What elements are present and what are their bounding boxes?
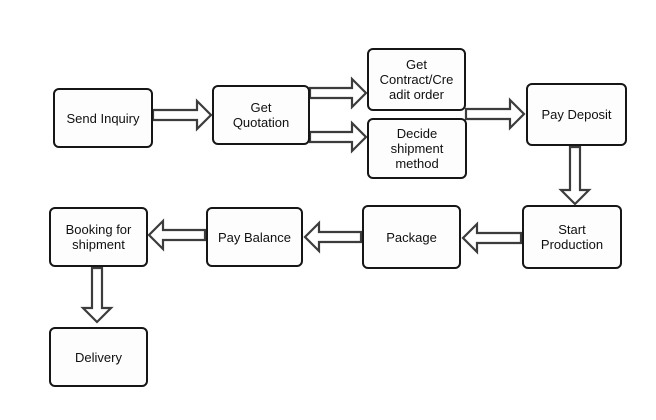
arrow-start-production-to-package (461, 221, 523, 255)
node-get-quotation-label: Get Quotation (232, 100, 290, 130)
node-delivery-label: Delivery (75, 349, 122, 365)
node-decide-shipment-method-label: Decide shipment method (390, 126, 444, 171)
arrow-package-to-pay-balance (303, 220, 363, 254)
node-booking-for-shipment: Booking for shipment (49, 207, 148, 267)
arrow-get-quotation-to-decide-shipment (308, 120, 368, 154)
arrow-get-quotation-to-get-contract (308, 76, 368, 110)
node-get-contract-credit-order: Get Contract/Cre adit order (367, 48, 466, 111)
arrow-to-pay-deposit (464, 97, 526, 131)
node-start-production: Start Production (522, 205, 622, 269)
node-pay-deposit-label: Pay Deposit (541, 107, 612, 122)
node-pay-balance: Pay Balance (206, 207, 303, 267)
node-get-quotation: Get Quotation (212, 85, 310, 145)
node-booking-for-shipment-label: Booking for shipment (65, 222, 132, 252)
node-get-contract-credit-order-label: Get Contract/Cre adit order (379, 57, 454, 102)
node-package-label: Package (386, 229, 437, 245)
node-send-inquiry: Send Inquiry (53, 88, 153, 148)
node-decide-shipment-method: Decide shipment method (367, 118, 467, 179)
node-package: Package (362, 205, 461, 269)
node-pay-balance-label: Pay Balance (218, 229, 291, 245)
arrow-pay-deposit-to-start-production (558, 145, 592, 206)
arrow-booking-to-delivery (80, 266, 114, 324)
arrow-send-inquiry-to-get-quotation (151, 98, 213, 132)
arrow-pay-balance-to-booking (147, 218, 207, 252)
node-send-inquiry-label: Send Inquiry (66, 110, 140, 126)
node-pay-deposit: Pay Deposit (526, 83, 627, 146)
node-start-production-label: Start Production (540, 222, 604, 252)
node-delivery: Delivery (49, 327, 148, 387)
